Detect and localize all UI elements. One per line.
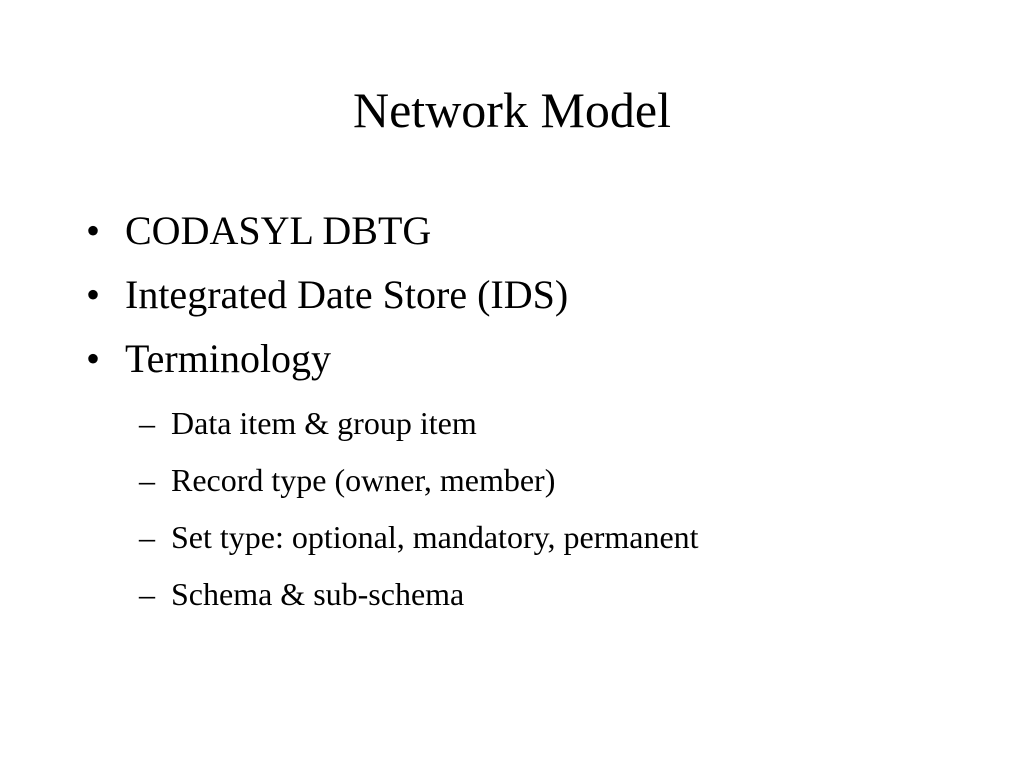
sub-bullet-data-item: – Data item & group item — [86, 402, 986, 444]
bullet-item-codasyl: • CODASYL DBTG — [86, 205, 986, 257]
bullet-item-terminology: • Terminology — [86, 333, 986, 385]
bullet-item-ids: • Integrated Date Store (IDS) — [86, 269, 986, 321]
bullet-text: Integrated Date Store (IDS) — [125, 272, 569, 317]
bullet-list: • CODASYL DBTG • Integrated Date Store (… — [86, 205, 986, 397]
sub-bullet-text: Schema & sub-schema — [171, 576, 465, 612]
sub-bullet-text: Record type (owner, member) — [171, 462, 556, 498]
sub-bullet-record-type: – Record type (owner, member) — [86, 459, 986, 501]
sub-bullet-marker: – — [139, 462, 155, 498]
bullet-marker: • — [86, 336, 101, 381]
sub-bullet-marker: – — [139, 576, 155, 612]
sub-bullet-marker: – — [139, 519, 155, 555]
sub-bullet-list: – Data item & group item – Record type (… — [86, 402, 986, 630]
slide-title: Network Model — [353, 82, 671, 138]
bullet-text: Terminology — [125, 336, 332, 381]
bullet-text: CODASYL DBTG — [125, 208, 432, 253]
sub-bullet-text: Set type: optional, mandatory, permanent — [171, 519, 699, 555]
sub-bullet-text: Data item & group item — [171, 405, 477, 441]
sub-bullet-marker: – — [139, 405, 155, 441]
bullet-marker: • — [86, 272, 101, 317]
sub-bullet-schema: – Schema & sub-schema — [86, 573, 986, 615]
sub-bullet-set-type: – Set type: optional, mandatory, permane… — [86, 516, 986, 558]
bullet-marker: • — [86, 208, 101, 253]
